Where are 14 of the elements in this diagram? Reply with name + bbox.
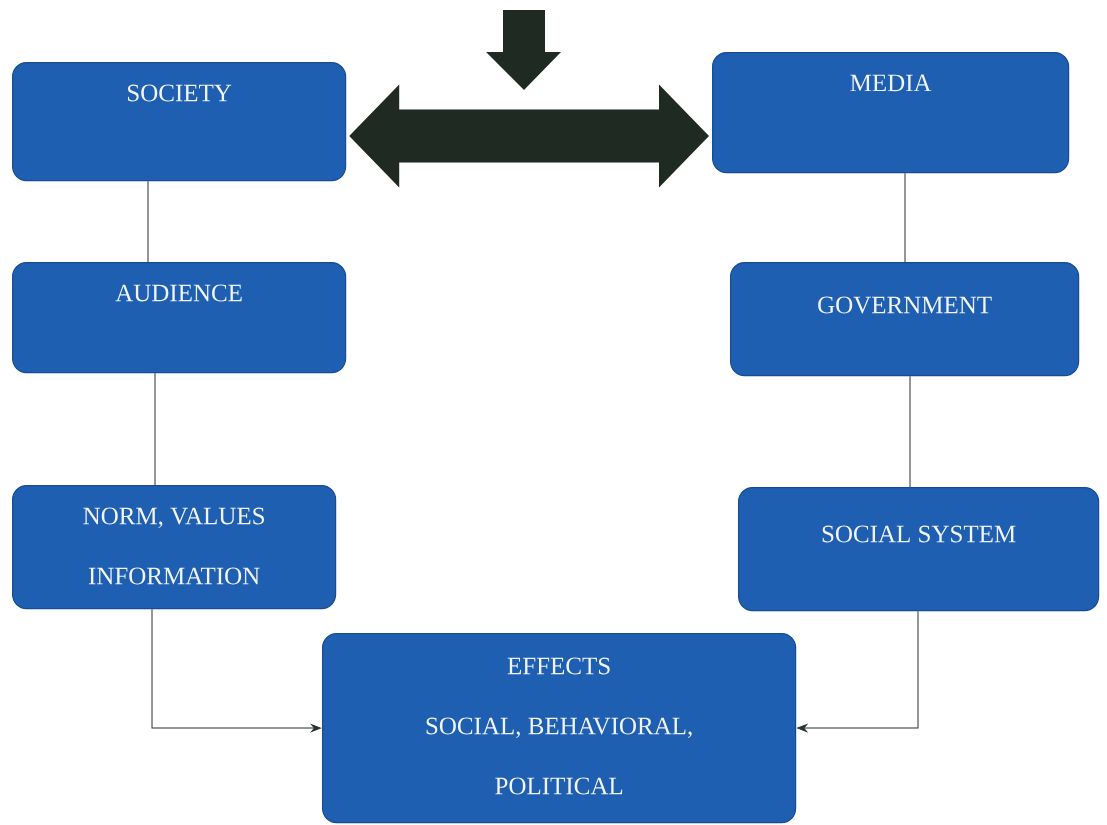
- process-box: SOCIETY: [12, 62, 347, 182]
- process-box: NORM, VALUES INFORMATION: [12, 485, 337, 610]
- double-arrow: [349, 84, 709, 188]
- connector-line: [904, 172, 906, 263]
- connector-line: [147, 180, 149, 263]
- arrow: [151, 608, 322, 732]
- process-box: SOCIAL SYSTEM: [738, 487, 1100, 612]
- connector-line: [909, 375, 911, 488]
- process-box: EFFECTS SOCIAL, BEHAVIORAL, POLITICAL: [322, 633, 797, 824]
- arrow: [797, 610, 919, 732]
- process-box: MEDIA: [712, 52, 1070, 174]
- process-box: AUDIENCE: [12, 262, 347, 374]
- connector-line: [154, 372, 156, 486]
- process-box: GOVERNMENT: [730, 262, 1080, 377]
